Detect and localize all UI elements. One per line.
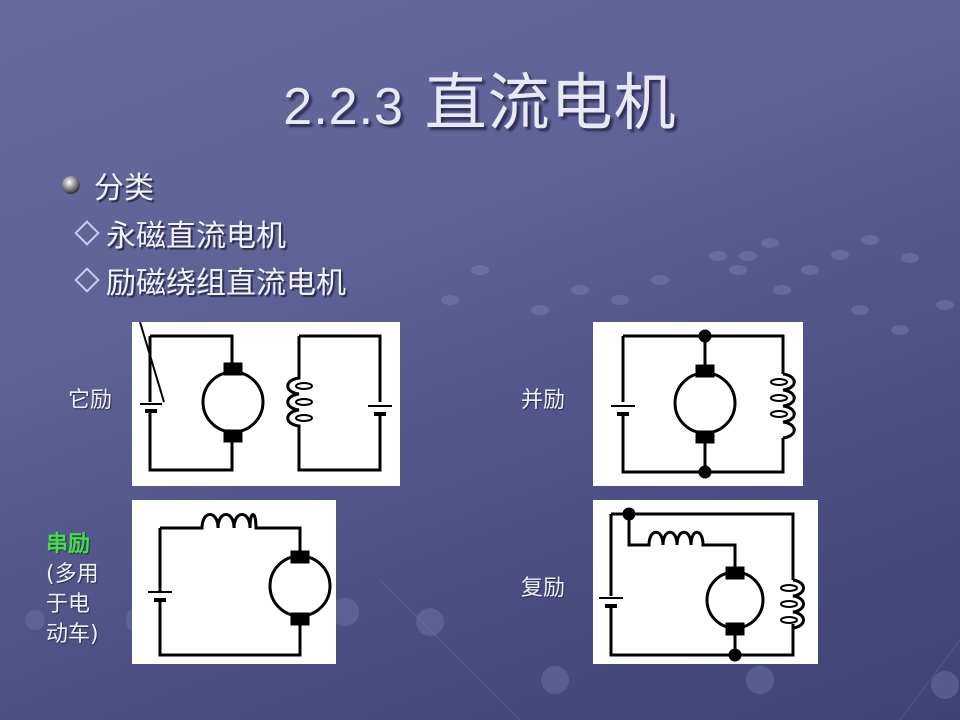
sub-item-field-winding: 励磁绕组直流电机 [72,258,346,302]
series-note-line-1: (多用 [46,562,99,587]
title-number: 2.2.3 [283,78,404,136]
sub-item-text: 永磁直流电机 [106,219,286,254]
bullet-classification: 分类 [62,163,154,207]
sub-item-text: 励磁绕组直流电机 [106,266,346,301]
bullet-text: 分类 [94,171,154,206]
sphere-bullet-icon [62,176,80,194]
circuit-separately-excited-diagram [132,322,400,486]
series-note-line-3: 动车) [46,622,99,647]
diamond-bullet-icon [74,220,100,246]
circuit-series-diagram [132,500,336,664]
label-series: 串励 [46,532,91,557]
circuit-shunt-diagram [593,322,803,486]
title-text: 直流电机 [424,66,677,139]
slide-title: 2.2.3 直流电机 [0,52,960,142]
series-note-line-2: 于电 [46,592,91,617]
label-series-block: 串励 (多用 于电 动车) [46,530,99,650]
diamond-bullet-icon [74,267,100,293]
circuit-compound-diagram [593,500,818,664]
label-separately-excited: 它励 [68,388,113,413]
sub-item-permanent-magnet: 永磁直流电机 [72,211,286,255]
label-compound: 复励 [521,576,566,601]
label-shunt: 并励 [521,388,566,413]
